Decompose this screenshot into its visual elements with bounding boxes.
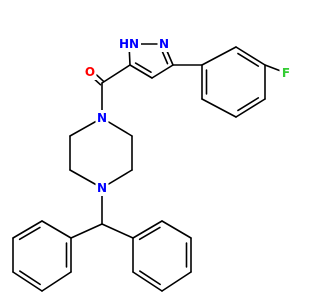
bond-q3-q4 (161, 271, 192, 292)
atom-o: O (83, 64, 97, 80)
bond-layer (12, 43, 287, 292)
bond-q6-q1 (132, 220, 163, 239)
atom-label-nh: HN (119, 37, 139, 51)
bond-f2-f3 (235, 46, 266, 66)
atom-label-layer: HN N O F N N (83, 36, 293, 196)
atom-np1: N (95, 110, 109, 126)
atom-label-np1: N (97, 111, 107, 125)
atom-label-background (95, 180, 109, 196)
atom-label-background (157, 36, 171, 52)
bond-p5-p6-inner (18, 226, 41, 241)
bond-q2-q3 (132, 271, 163, 292)
bond-p6-p1 (41, 220, 72, 239)
bond-c4-c5 (129, 64, 153, 79)
bond-f5-f6 (201, 98, 237, 118)
bond-ch-q1 (101, 223, 134, 239)
atom-label-n2: N (159, 37, 169, 51)
atom-np2: N (95, 180, 109, 196)
bond-f4-f5-inner (237, 97, 260, 112)
bond-f2-f3-inner (237, 52, 260, 67)
bond-c3-c4 (151, 64, 174, 79)
bond-f4-f5 (235, 98, 266, 118)
atom-label-background (83, 64, 97, 80)
bond-ch-p1 (70, 223, 103, 239)
atom-label-background (279, 65, 293, 81)
bond-q5-q6 (161, 220, 192, 239)
atom-n2: N (157, 36, 171, 52)
bond-c4-c5-inner (134, 62, 152, 73)
atom-label-background (117, 36, 141, 52)
bond-c5-c (101, 64, 131, 84)
atom-f: F (279, 65, 293, 81)
atom-label-o: O (85, 65, 95, 79)
bond-q2-q3-inner (139, 270, 161, 286)
atom-label-background (95, 110, 109, 126)
bond-p2-p3 (41, 271, 72, 292)
molecule-structure: HN N O F N N (12, 36, 293, 292)
atom-nh: HN (117, 36, 141, 52)
atom-label-f: F (282, 66, 290, 80)
atom-label-np2: N (97, 181, 107, 195)
bond-p3-p4-inner (19, 270, 41, 286)
bond-q6-q1-inner (138, 226, 161, 241)
bond-p5-p6 (12, 220, 43, 239)
bond-p3-p4 (12, 271, 43, 292)
bond-f1-f2 (201, 46, 237, 66)
